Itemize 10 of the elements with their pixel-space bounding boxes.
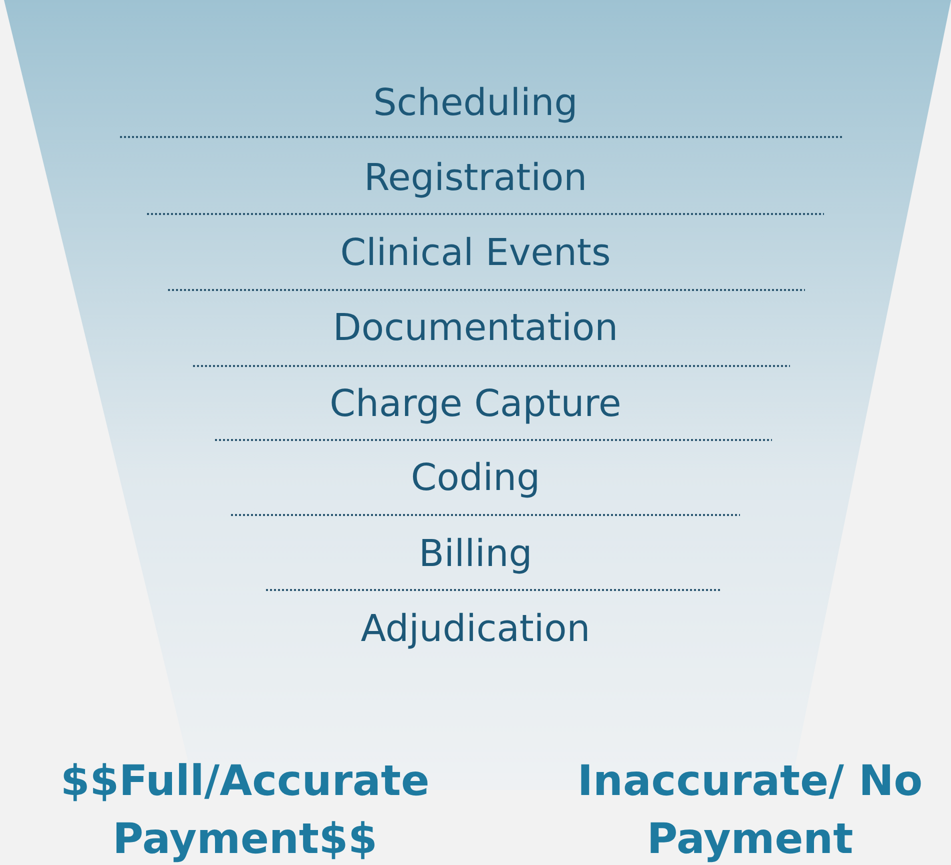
funnel-stage-label: Adjudication (360, 607, 590, 651)
outcome-label: $$Full/Accurate Payment$$ (60, 755, 430, 865)
funnel-stage-label: Scheduling (373, 81, 578, 125)
funnel-stage-label: Coding (410, 456, 540, 500)
funnel-stage-label: Billing (418, 532, 532, 576)
funnel-stage-label: Documentation (332, 306, 618, 350)
funnel-stage-label: Charge Capture (330, 382, 622, 426)
funnel-stage-label: Clinical Events (340, 231, 611, 275)
funnel-stage-label: Registration (364, 156, 588, 200)
outcome-label: Inaccurate/ No Payment (576, 755, 924, 865)
